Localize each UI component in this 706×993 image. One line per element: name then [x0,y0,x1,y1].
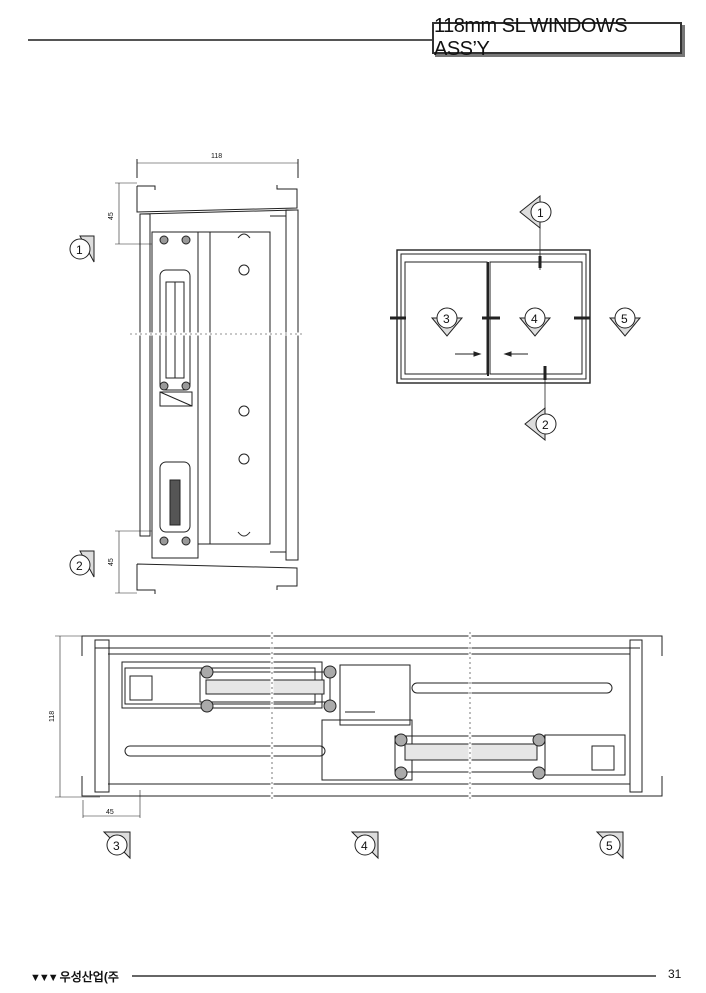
elevation [390,226,591,410]
elevation-marker-2: 2 [524,406,557,442]
vertical-width-dim: 118 [211,153,222,160]
logo-mark-icon: ▼▼▼ [30,972,59,984]
svg-text:1: 1 [537,206,544,220]
svg-text:2: 2 [76,559,83,573]
footer-rule [132,975,656,977]
svg-text:4: 4 [531,312,538,326]
vertical-section [115,159,305,594]
horizontal-jamb-dim: 45 [106,809,114,816]
vertical-head-dim: 45 [108,212,115,220]
svg-text:3: 3 [113,839,120,853]
svg-text:2: 2 [542,418,549,432]
page-number: 31 [668,967,682,981]
svg-text:5: 5 [606,839,613,853]
elevation-marker-1: 1 [519,194,552,230]
horizontal-height-dim: 118 [49,711,56,722]
elevation-marker-3: 3 [430,307,464,337]
section-marker-5-bottom: 5 [595,831,624,860]
elevation-marker-5: 5 [608,307,642,337]
svg-text:3: 3 [443,312,450,326]
page-title: 118mm SL WINDOWS ASS’Y [432,15,682,60]
svg-text:1: 1 [76,243,83,257]
horizontal-section [55,632,663,818]
section-marker-4-bottom: 4 [350,831,379,860]
header-rule [28,39,432,41]
company-logo: ▼▼▼우성산업(주 [30,970,119,984]
elevation-marker-4: 4 [518,307,552,337]
svg-text:4: 4 [361,839,368,853]
section-marker-1-left: 1 [69,235,95,263]
section-marker-3-bottom: 3 [102,831,131,860]
section-marker-2-left: 2 [69,550,95,578]
svg-text:5: 5 [621,312,628,326]
vertical-sill-dim: 45 [108,558,115,566]
